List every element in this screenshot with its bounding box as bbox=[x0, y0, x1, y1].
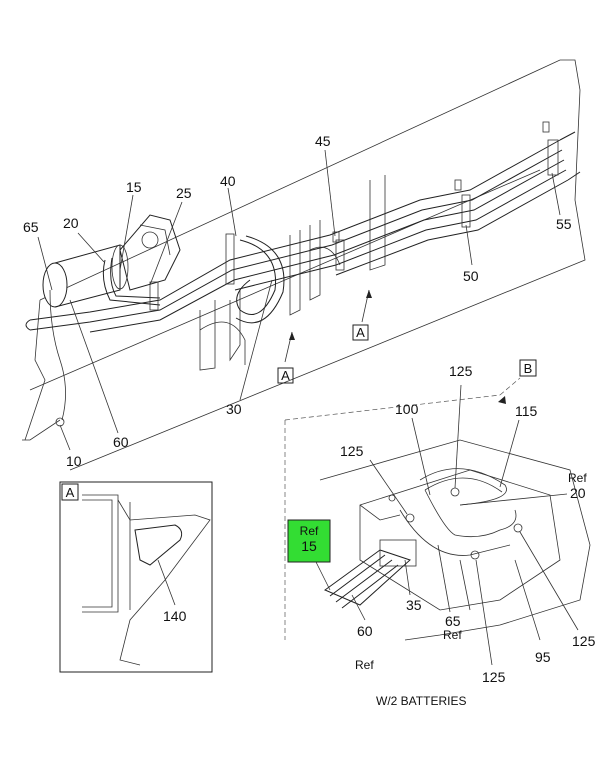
callout-30: 30 bbox=[226, 401, 242, 417]
svg-text:A: A bbox=[356, 325, 365, 340]
callout-60-ref: 60 bbox=[357, 623, 373, 639]
leader-lines bbox=[37, 149, 561, 451]
ref-label-60: Ref bbox=[355, 658, 374, 672]
clamps bbox=[149, 121, 559, 311]
svg-text:A: A bbox=[281, 368, 290, 383]
svg-text:15: 15 bbox=[301, 538, 317, 554]
inset-view-a bbox=[59, 481, 213, 673]
cable-bundle bbox=[25, 131, 581, 333]
svg-text:B: B bbox=[524, 361, 533, 376]
ref-label-65: Ref bbox=[443, 628, 462, 642]
callout-125-right: 125 bbox=[572, 633, 596, 649]
svg-text:A: A bbox=[66, 485, 75, 500]
callout-60: 60 bbox=[113, 434, 129, 450]
starter-motor bbox=[119, 214, 181, 291]
frame-rail bbox=[22, 59, 586, 471]
tag-arrows bbox=[289, 290, 506, 404]
callout-10: 10 bbox=[66, 453, 82, 469]
view-tag-a-2: A bbox=[277, 367, 294, 384]
ref-label-20: Ref bbox=[568, 471, 587, 485]
callout-55: 55 bbox=[556, 216, 572, 232]
callout-20-ref: 20 bbox=[570, 485, 586, 501]
callout-65: 65 bbox=[23, 219, 39, 235]
callout-115: 115 bbox=[515, 403, 538, 419]
callout-40: 40 bbox=[220, 173, 236, 189]
callout-labels: 15 25 40 45 20 65 30 60 10 50 55 100 115… bbox=[23, 133, 596, 685]
callout-140: 140 bbox=[163, 608, 187, 624]
svg-text:Ref: Ref bbox=[300, 524, 319, 538]
ref-15-box: Ref 15 bbox=[287, 519, 331, 563]
callout-125-top: 125 bbox=[449, 363, 473, 379]
callout-15: 15 bbox=[126, 179, 142, 195]
callout-125-bottom: 125 bbox=[482, 669, 506, 685]
callout-20: 20 bbox=[63, 215, 79, 231]
callout-25: 25 bbox=[176, 185, 192, 201]
callout-95: 95 bbox=[535, 649, 551, 665]
callout-50: 50 bbox=[463, 268, 479, 284]
view-tag-a-1: A bbox=[352, 324, 369, 341]
battery-cylinder bbox=[42, 244, 129, 308]
callout-45: 45 bbox=[315, 133, 331, 149]
callout-125-left: 125 bbox=[340, 443, 364, 459]
callout-65-ref: 65 bbox=[445, 613, 461, 629]
callout-100: 100 bbox=[395, 401, 419, 417]
view-tag-b: B bbox=[519, 359, 537, 377]
caption-batteries: W/2 BATTERIES bbox=[376, 694, 466, 708]
detail-view-b bbox=[284, 377, 591, 666]
inset-tag-a: A bbox=[61, 483, 79, 501]
callout-35: 35 bbox=[406, 597, 422, 613]
battery-cable bbox=[49, 257, 161, 427]
loop-cable bbox=[235, 235, 285, 324]
